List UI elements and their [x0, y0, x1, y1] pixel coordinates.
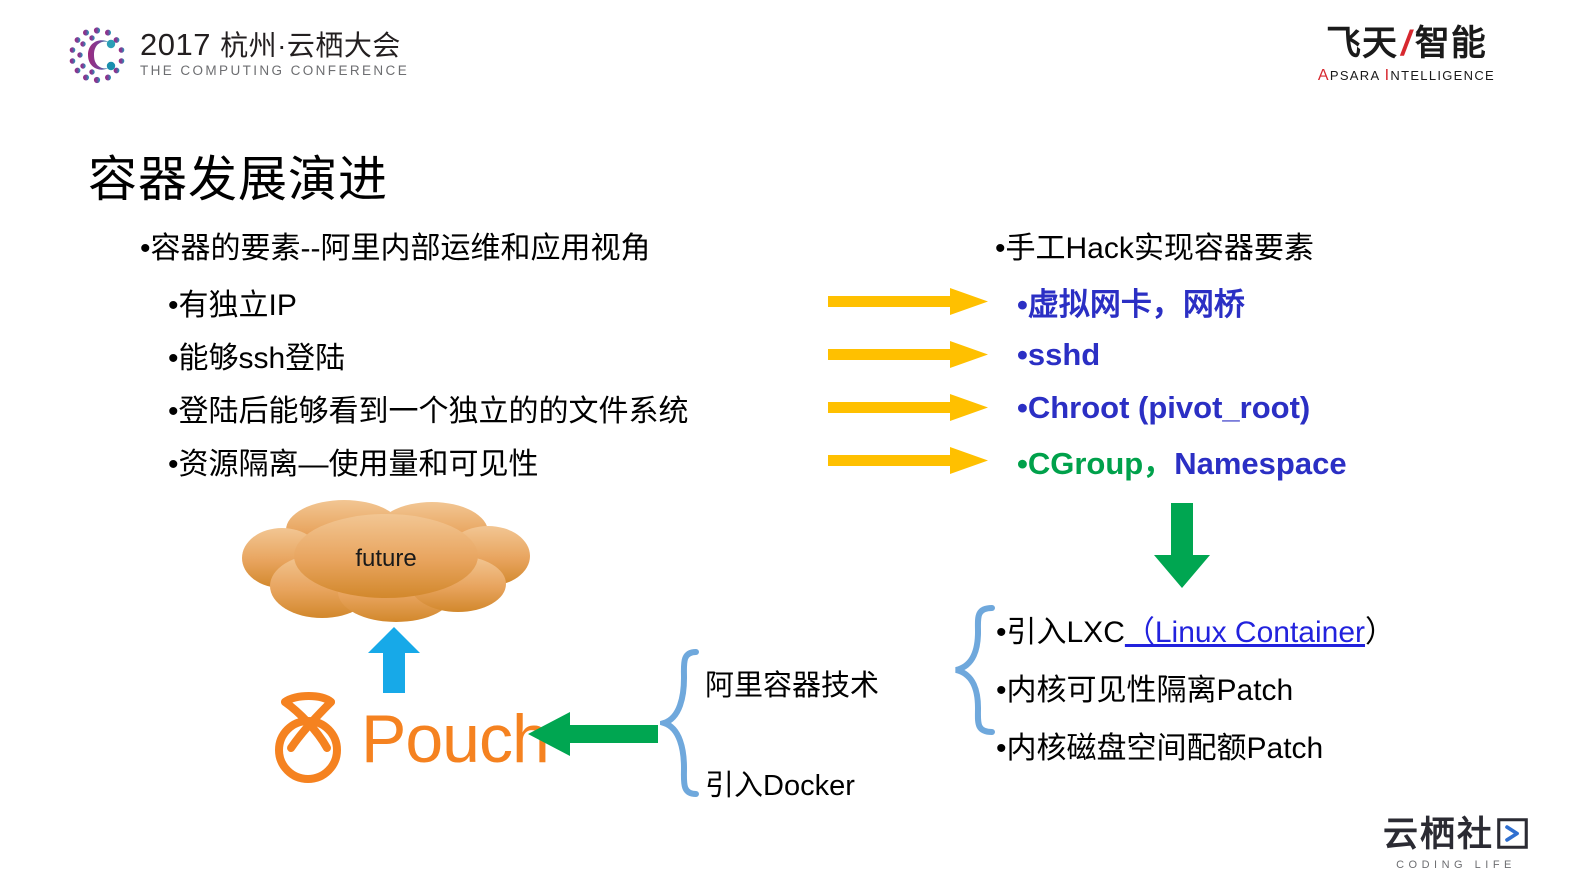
conference-city: 杭州·云栖大会 [220, 29, 401, 61]
yunqi-logo-en: CODING LIFE [1396, 859, 1516, 871]
right-column-heading-row: •手工Hack实现容器要素 [995, 223, 1515, 275]
right-bullet-item: •sshd [1017, 336, 1101, 372]
apsara-en-i: I [1384, 66, 1391, 84]
yunqi-cn-text: 云栖社 [1382, 815, 1494, 854]
right-bullet-row: •CGroup，Namespace [995, 434, 1515, 487]
apsara-cn-zhineng: 智能 [1414, 24, 1487, 63]
conference-tagline: THE COMPUTING CONFERENCE [140, 63, 410, 79]
pouch-bag-icon [265, 688, 351, 789]
pouch-logo: Pouch [265, 688, 550, 789]
conference-year: 2017 [140, 26, 211, 62]
left-column: •容器的要素--阿里内部运维和应用视角 •有独立IP •能够ssh登陆 •登陆后… [140, 223, 860, 487]
ali-container-tech-label: 阿里容器技术 [705, 670, 880, 702]
left-curly-brace-icon [653, 648, 700, 798]
yellow-arrow-right-icon [828, 447, 988, 474]
right-bullet-row: •sshd [995, 328, 1515, 381]
yunqi-qu-char [1496, 817, 1529, 852]
left-bullet-row: •登陆后能够看到一个独立的的文件系统 [140, 381, 860, 434]
future-cloud-label-wrap: future [236, 494, 536, 624]
left-bullet-row: •有独立IP [140, 275, 860, 328]
conference-title: 2017 杭州·云栖大会 [140, 26, 409, 62]
left-bullet-item: •能够ssh登陆 [168, 341, 346, 375]
lxc-suffix: ） [1365, 616, 1396, 649]
apsara-logo-en: APSARA INTELLIGENCE [1318, 67, 1495, 85]
left-column-heading: •容器的要素--阿里内部运维和应用视角 [140, 232, 651, 265]
yellow-arrow-right-icon [828, 288, 988, 315]
left-bullet-item: •有独立IP [168, 288, 297, 322]
right-bullet-row: •Chroot (pivot_root) [995, 381, 1515, 434]
conference-text-block: 2017 杭州·云栖大会 THE COMPUTING CONFERENCE [140, 26, 410, 82]
apsara-en-ntelligence: NTELLIGENCE [1390, 67, 1495, 83]
pouch-wordmark: Pouch [361, 700, 550, 777]
right-curly-brace-icon [950, 604, 996, 736]
namespace-text: Namespace [1174, 446, 1347, 481]
right-bullet-item: •Chroot (pivot_root) [1017, 389, 1311, 425]
kernel-disk-quota-patch: •内核磁盘空间配额Patch [996, 732, 1324, 765]
list-item: •内核可见性隔离Patch [996, 658, 1395, 716]
future-cloud-label: future [355, 545, 417, 572]
apsara-logo-cn: 飞天/智能 [1318, 24, 1495, 63]
green-arrow-down-icon [1152, 503, 1212, 588]
apsara-slash-icon: / [1401, 24, 1412, 63]
right-bullet-item: •虚拟网卡，网桥 [1017, 287, 1245, 322]
linux-container-link[interactable]: （Linux Container [1124, 616, 1366, 649]
left-bullet-item: •登陆后能够看到一个独立的的文件系统 [168, 394, 689, 428]
left-bullet-item: •资源隔离—使用量和可见性 [168, 447, 539, 481]
right-column-heading: •手工Hack实现容器要素 [995, 232, 1314, 265]
left-bullet-row: •资源隔离—使用量和可见性 [140, 434, 860, 487]
yellow-arrow-right-icon [828, 394, 988, 421]
kernel-visibility-patch: •内核可见性隔离Patch [996, 674, 1294, 707]
apsara-en-a: A [1317, 66, 1330, 84]
left-column-heading-row: •容器的要素--阿里内部运维和应用视角 [140, 223, 860, 275]
bottom-right-list: •引入LXC（Linux Container） •内核可见性隔离Patch •内… [996, 600, 1395, 774]
intro-docker-label: 引入Docker [705, 770, 855, 802]
list-item: •内核磁盘空间配额Patch [996, 716, 1395, 774]
lxc-prefix: •引入LXC [996, 616, 1125, 649]
apsara-cn-feitian: 飞天 [1326, 24, 1399, 63]
future-cloud-shape [236, 494, 536, 624]
right-bullet-row: •虚拟网卡，网桥 [995, 275, 1515, 328]
apsara-intelligence-logo: 飞天/智能 APSARA INTELLIGENCE [1318, 24, 1495, 85]
yunqi-community-logo: 云栖社 CODING LIFE [1383, 817, 1529, 871]
left-bullet-row: •能够ssh登陆 [140, 328, 860, 381]
right-column: •手工Hack实现容器要素 •虚拟网卡，网桥 •sshd •Chroot (pi… [995, 223, 1515, 487]
list-item: •引入LXC（Linux Container） [996, 600, 1395, 658]
page-title: 容器发展演进 [88, 153, 389, 207]
yellow-arrow-right-icon [828, 341, 988, 368]
right-bullet-item-cgroup: •CGroup，Namespace [1017, 438, 1347, 483]
dotted-c-circle-logo-icon [66, 24, 128, 86]
blue-arrow-up-icon [366, 627, 422, 693]
conference-logo: 2017 杭州·云栖大会 THE COMPUTING CONFERENCE [66, 24, 409, 86]
yunqi-logo-cn: 云栖社 [1383, 817, 1529, 852]
green-arrow-left-icon [528, 712, 658, 756]
cgroup-text: •CGroup， [1017, 446, 1175, 481]
apsara-en-psara: PSARA [1329, 67, 1385, 83]
